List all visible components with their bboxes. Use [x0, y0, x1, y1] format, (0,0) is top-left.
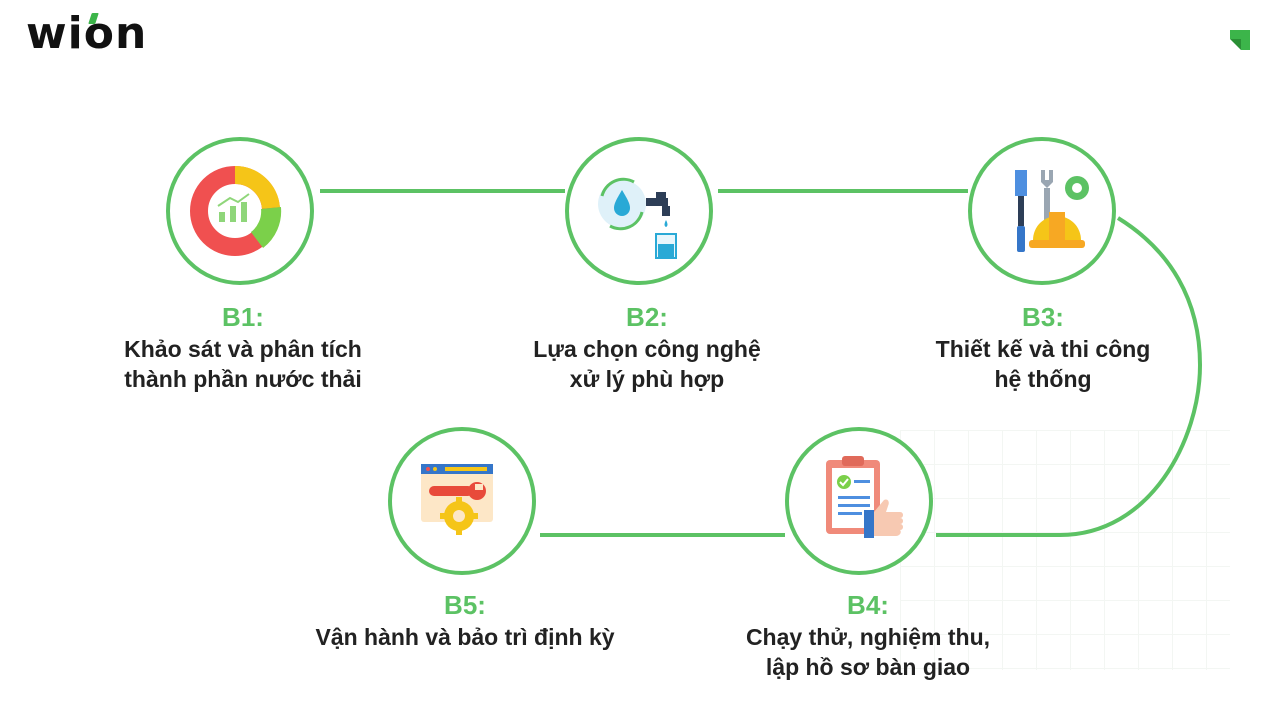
step-5-line-1: Vận hành và bảo trì định kỳ [315, 624, 615, 650]
step-4-label: B4: [847, 590, 889, 620]
water-treatment-icon [598, 177, 677, 259]
step-3-node [968, 137, 1116, 285]
step-1-line-2: thành phần nước thải [124, 366, 362, 392]
step-5-description: Vận hành và bảo trì định kỳ [290, 622, 640, 652]
step-4-description: Chạy thử, nghiệm thu, lập hồ sơ bàn giao [718, 622, 1018, 682]
step-4-line-1: Chạy thử, nghiệm thu, [745, 624, 991, 650]
clipboard-approval-icon [826, 456, 903, 538]
background-grid [900, 430, 1230, 670]
tools-helmet-icon [1015, 170, 1089, 252]
step-4-line-2: lập hồ sơ bàn giao [765, 654, 971, 680]
step-1-label: B1: [222, 302, 264, 332]
step-3-line-2: hệ thống [994, 366, 1092, 392]
step-2-label: B2: [626, 302, 668, 332]
step-3-label: B3: [1022, 302, 1064, 332]
step-2-node [565, 137, 713, 285]
step-2-description: Lựa chọn công nghệ xử lý phù hợp [497, 334, 797, 394]
step-3-line-1: Thiết kế và thi công [935, 336, 1151, 362]
maintenance-settings-icon [421, 464, 493, 535]
step-4-node [785, 427, 933, 575]
step-1-description: Khảo sát và phân tích thành phần nước th… [93, 334, 393, 394]
step-3-description: Thiết kế và thi công hệ thống [893, 334, 1193, 394]
corner-arrow-icon [1230, 30, 1250, 50]
brand-name: wion [26, 8, 148, 59]
step-2-line-1: Lựa chọn công nghệ [533, 336, 761, 362]
step-2-line-2: xử lý phù hợp [569, 366, 725, 392]
donut-chart-icon [190, 165, 282, 256]
step-1-line-1: Khảo sát và phân tích [124, 336, 362, 362]
brand-logo: wion [26, 8, 147, 59]
step-5-node [388, 427, 536, 575]
step-1-node [166, 137, 314, 285]
step-5-label: B5: [444, 590, 486, 620]
